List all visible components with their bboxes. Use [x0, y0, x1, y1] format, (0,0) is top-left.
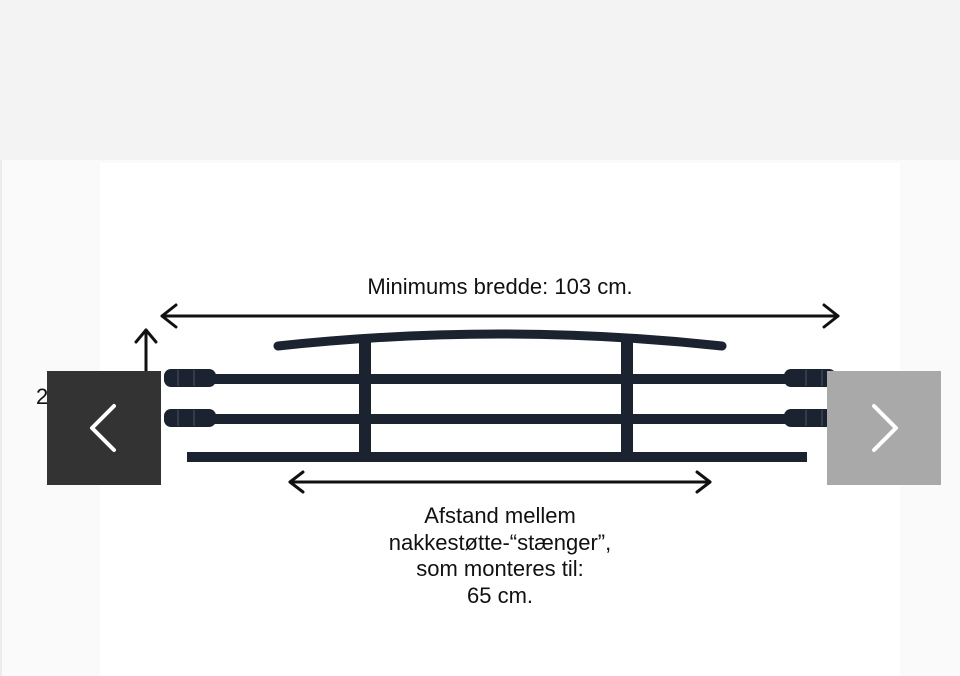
caption-line: 65 cm.: [466, 582, 534, 608]
min-width-label: Minimums bredde: 103 cm.: [367, 274, 633, 299]
height-label-partial: 2: [36, 384, 49, 409]
base-bar: [187, 452, 807, 462]
horizontal-rod-upper: [164, 369, 836, 387]
previous-image-button[interactable]: [47, 371, 161, 485]
vertical-bar-right: [621, 340, 633, 454]
chevron-left-icon: [90, 404, 116, 452]
width-dimension-arrow: [160, 303, 840, 329]
vertical-bar-left: [359, 340, 371, 454]
horizontal-rod-lower: [164, 409, 836, 427]
top-band: [0, 0, 960, 160]
next-image-button[interactable]: [827, 371, 941, 485]
caption-line: nakkestøtte-“stænger”,: [388, 529, 612, 555]
top-curved-bar: [273, 329, 727, 351]
caption-line: som monteres til:: [416, 556, 584, 581]
caption-line: Afstand mellem: [424, 503, 576, 528]
height-dimension-arrow: [134, 328, 158, 374]
distance-dimension-arrow: [288, 470, 712, 494]
distance-caption: Afstand mellem nakkestøtte-“stænger”, so…: [330, 503, 670, 609]
chevron-right-icon: [872, 404, 898, 452]
